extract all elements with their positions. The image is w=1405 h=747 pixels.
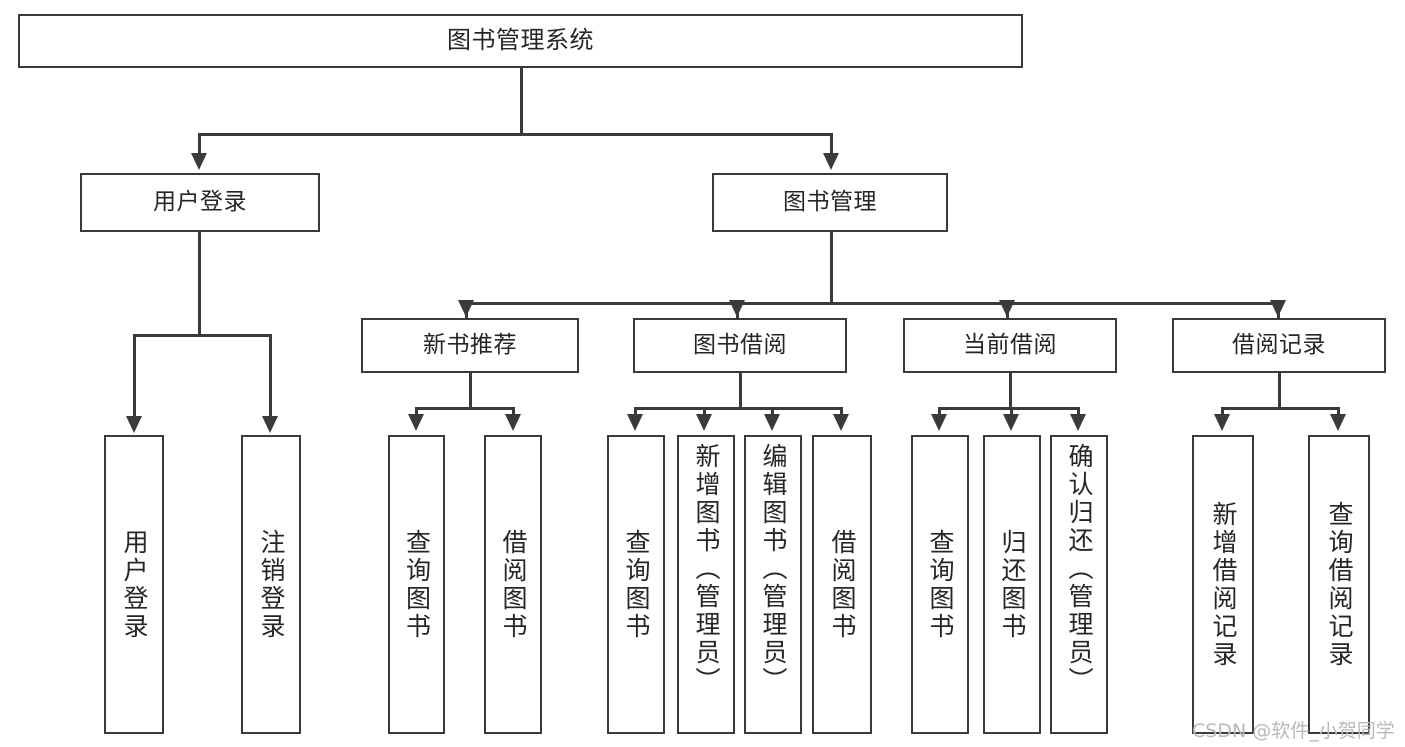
node-leaf-query-book-2-label: 查询图书 bbox=[622, 528, 651, 641]
node-leaf-query-book-1-label: 查询图书 bbox=[402, 528, 432, 641]
connector-cb-2 bbox=[1010, 407, 1013, 417]
node-leaf-logout-label: 注销登录 bbox=[257, 528, 286, 641]
node-leaf-borrow-book-2[interactable]: 借阅图书 bbox=[812, 435, 872, 734]
connector-borrow-record-bus bbox=[1221, 407, 1339, 410]
watermark: CSDN @软件_小贺同学 bbox=[1192, 720, 1395, 742]
arrowhead-leaf-add-book bbox=[696, 414, 712, 431]
node-root[interactable]: 图书管理系统 bbox=[18, 14, 1023, 68]
node-leaf-borrow-book-2-label: 借阅图书 bbox=[828, 528, 857, 641]
node-book-borrow-label: 图书借阅 bbox=[693, 332, 787, 359]
node-leaf-user-login[interactable]: 用户登录 bbox=[104, 435, 164, 734]
node-leaf-user-login-label: 用户登录 bbox=[120, 528, 149, 641]
node-leaf-return-book[interactable]: 归还图书 bbox=[983, 435, 1041, 734]
node-leaf-edit-book-label: 编辑图书（管理员） bbox=[759, 443, 788, 695]
node-leaf-confirm-return[interactable]: 确认归还（管理员） bbox=[1050, 435, 1108, 734]
node-leaf-query-record[interactable]: 查询借阅记录 bbox=[1308, 435, 1370, 734]
node-leaf-borrow-book-1-label: 借阅图书 bbox=[499, 528, 528, 641]
connector-nbr-right bbox=[512, 407, 515, 417]
connector-bb-1 bbox=[634, 407, 637, 417]
node-current-borrow-label: 当前借阅 bbox=[963, 332, 1057, 359]
connector-new-book-rec-bus bbox=[415, 407, 514, 410]
arrowhead-leaf-return-book bbox=[1003, 414, 1019, 431]
connector-borrow-record-stem bbox=[1278, 373, 1281, 409]
arrowhead-new-book-rec bbox=[458, 300, 474, 317]
connector-root-to-user-login bbox=[198, 133, 201, 155]
node-leaf-add-book[interactable]: 新增图书（管理员） bbox=[677, 435, 735, 734]
connector-cb-3 bbox=[1077, 407, 1080, 417]
connector-new-book-rec-stem bbox=[469, 373, 472, 409]
node-leaf-add-record[interactable]: 新增借阅记录 bbox=[1192, 435, 1254, 734]
connector-user-login-stem bbox=[198, 232, 201, 336]
arrowhead-book-borrow bbox=[729, 300, 745, 317]
connector-br-right bbox=[1337, 407, 1340, 417]
node-user-login[interactable]: 用户登录 bbox=[80, 173, 320, 232]
connector-nbr-left bbox=[415, 407, 418, 417]
connector-current-borrow-stem bbox=[1009, 373, 1012, 409]
connector-user-login-left bbox=[133, 334, 136, 418]
node-new-book-rec-label: 新书推荐 bbox=[423, 332, 517, 359]
node-leaf-query-book-3[interactable]: 查询图书 bbox=[911, 435, 969, 734]
node-borrow-record[interactable]: 借阅记录 bbox=[1172, 318, 1386, 373]
connector-book-manage-stem bbox=[830, 232, 833, 304]
connector-book-manage-bus bbox=[465, 302, 1279, 305]
arrowhead-leaf-borrow-book-2 bbox=[833, 414, 849, 431]
node-book-manage-label: 图书管理 bbox=[783, 189, 877, 216]
arrowhead-leaf-query-book-3 bbox=[931, 414, 947, 431]
connector-book-borrow-stem bbox=[739, 373, 742, 409]
connector-book-borrow-bus bbox=[634, 407, 842, 410]
arrowhead-user-login bbox=[191, 153, 207, 170]
node-root-label: 图书管理系统 bbox=[447, 26, 594, 55]
node-book-borrow[interactable]: 图书借阅 bbox=[633, 318, 847, 373]
node-leaf-add-record-label: 新增借阅记录 bbox=[1209, 500, 1238, 669]
arrowhead-leaf-user-login bbox=[126, 416, 142, 433]
arrowhead-current-borrow bbox=[999, 300, 1015, 317]
connector-user-login-bus bbox=[133, 334, 271, 337]
node-leaf-edit-book[interactable]: 编辑图书（管理员） bbox=[744, 435, 802, 734]
connector-current-borrow-bus bbox=[938, 407, 1079, 410]
node-leaf-query-book-3-label: 查询图书 bbox=[926, 528, 955, 641]
arrowhead-leaf-query-record bbox=[1330, 414, 1346, 431]
node-leaf-query-book-1[interactable]: 查询图书 bbox=[388, 435, 445, 734]
arrowhead-borrow-record bbox=[1270, 300, 1286, 317]
arrowhead-leaf-confirm-return bbox=[1070, 414, 1086, 431]
node-user-login-label: 用户登录 bbox=[153, 189, 247, 216]
arrowhead-leaf-edit-book bbox=[764, 414, 780, 431]
node-book-manage[interactable]: 图书管理 bbox=[712, 173, 948, 232]
connector-root-bus bbox=[198, 133, 832, 136]
connector-bb-4 bbox=[840, 407, 843, 417]
node-new-book-rec[interactable]: 新书推荐 bbox=[361, 318, 579, 373]
connector-user-login-right bbox=[269, 334, 272, 418]
arrowhead-leaf-query-book-2 bbox=[627, 414, 643, 431]
node-current-borrow[interactable]: 当前借阅 bbox=[903, 318, 1117, 373]
node-leaf-logout[interactable]: 注销登录 bbox=[241, 435, 301, 734]
node-leaf-query-book-2[interactable]: 查询图书 bbox=[607, 435, 665, 734]
node-leaf-add-book-label: 新增图书（管理员） bbox=[692, 443, 721, 695]
connector-br-left bbox=[1221, 407, 1224, 417]
arrowhead-leaf-logout bbox=[262, 416, 278, 433]
connector-root-stem bbox=[520, 68, 523, 135]
node-leaf-confirm-return-label: 确认归还（管理员） bbox=[1065, 443, 1094, 695]
arrowhead-leaf-borrow-book-1 bbox=[505, 414, 521, 431]
arrowhead-book-manage bbox=[823, 153, 839, 170]
connector-root-to-book-manage bbox=[830, 133, 833, 155]
node-leaf-return-book-label: 归还图书 bbox=[998, 528, 1027, 641]
arrowhead-leaf-query-book-1 bbox=[408, 414, 424, 431]
node-leaf-query-record-label: 查询借阅记录 bbox=[1325, 500, 1354, 669]
node-leaf-borrow-book-1[interactable]: 借阅图书 bbox=[484, 435, 542, 734]
connector-bb-3 bbox=[771, 407, 774, 417]
arrowhead-leaf-add-record bbox=[1214, 414, 1230, 431]
node-borrow-record-label: 借阅记录 bbox=[1232, 332, 1326, 359]
connector-bb-2 bbox=[703, 407, 706, 417]
connector-cb-1 bbox=[938, 407, 941, 417]
